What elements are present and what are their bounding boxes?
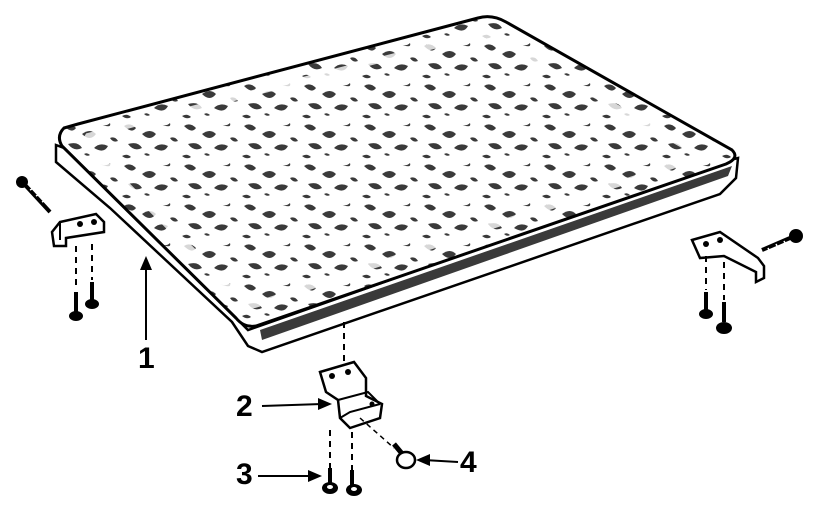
table-top-rim [83, 31, 710, 309]
center-bracket [318, 360, 384, 430]
table-top-edge-shade [260, 166, 732, 340]
table-top-surface [57, 15, 737, 328]
callout-3: 3 [236, 458, 253, 491]
right-mounting-screws [699, 292, 732, 334]
callout-4: 4 [460, 446, 477, 479]
callout-2: 2 [236, 390, 253, 423]
left-bracket-screw [16, 176, 52, 214]
leader-line-2 [261, 398, 332, 410]
left-hinge-bracket [50, 212, 106, 248]
left-mounting-screws [69, 282, 99, 321]
right-dash-lines [705, 256, 725, 300]
left-dash-lines [75, 244, 93, 290]
center-bracket-screw [359, 417, 417, 470]
table-top [54, 15, 740, 354]
leader-line-3 [258, 470, 322, 482]
leader-line-1 [140, 256, 152, 340]
callout-1: 1 [138, 342, 155, 375]
center-mounting-screws [322, 468, 362, 496]
right-bracket-screw [761, 229, 803, 253]
leader-line-4 [416, 454, 459, 466]
center-dash-lines [329, 322, 353, 470]
right-hinge-bracket [690, 230, 766, 285]
